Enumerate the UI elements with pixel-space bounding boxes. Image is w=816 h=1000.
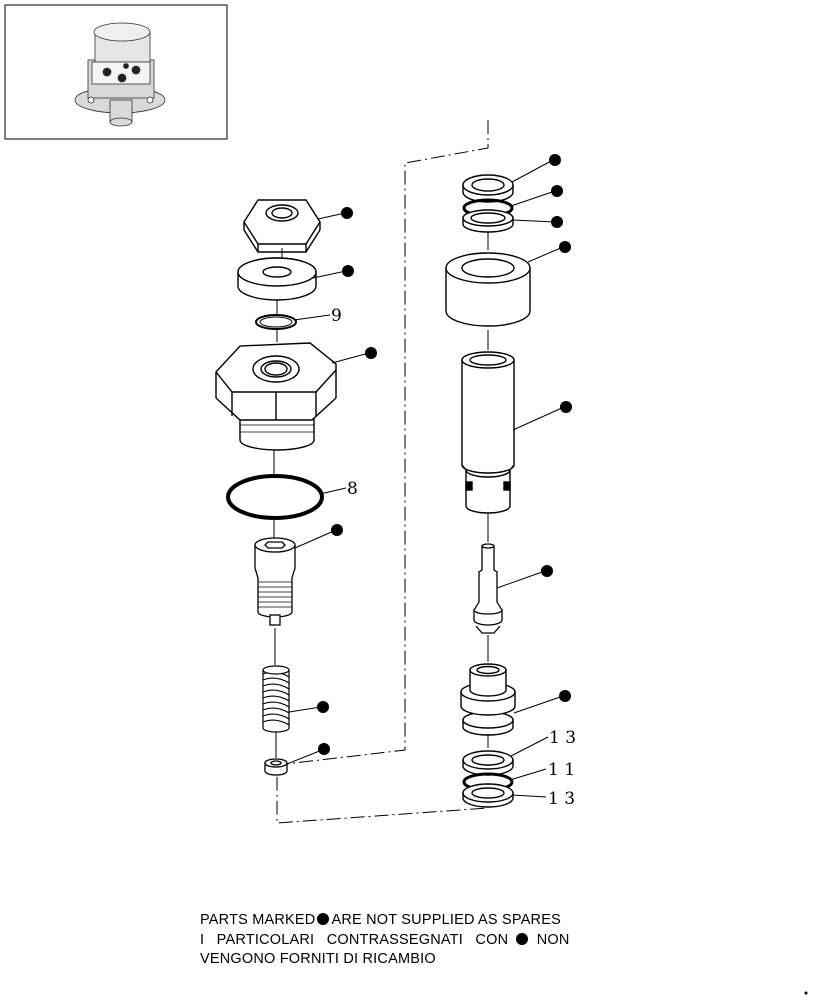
- filled-dot-marker: [342, 265, 354, 277]
- filled-dot-marker: [549, 154, 561, 166]
- callout-13-upper: 1 3: [549, 728, 576, 748]
- piston-sleeve: [461, 351, 515, 514]
- valve-seat: [460, 663, 516, 736]
- page-corner-mark: [804, 991, 808, 995]
- hex-nut: [243, 199, 321, 253]
- filled-dot-marker: [551, 216, 563, 228]
- note-line-2-after: NON: [536, 932, 570, 948]
- callout-13-lower: 1 3: [548, 789, 575, 809]
- spring: [262, 665, 290, 733]
- callout-9: 9: [331, 306, 342, 326]
- filled-dot-marker: [551, 185, 563, 197]
- leader-lines: [286, 159, 565, 798]
- filled-dot-marker: [365, 347, 377, 359]
- not-supplied-markers: [317, 154, 572, 755]
- small-spacer: [264, 758, 288, 776]
- filled-dot-marker: [559, 241, 571, 253]
- filled-dot-marker: [317, 913, 330, 925]
- filled-dot-marker: [560, 401, 572, 413]
- filled-dot-marker: [318, 743, 330, 755]
- filled-dot-marker: [317, 701, 329, 713]
- sleeve-collar: [445, 252, 531, 327]
- assembly-centerline: [276, 120, 489, 824]
- lower-seal-upper: [462, 750, 514, 776]
- filled-dot-marker: [559, 690, 571, 702]
- valve-assembly-thumbnail: [74, 22, 166, 127]
- note-line-2-before: I PARTICOLARI CONTRASSEGNATI CON: [200, 932, 509, 948]
- note-line-3: VENGONO FORNITI DI RICAMBIO: [200, 951, 436, 967]
- axis-lines: [273, 232, 489, 758]
- octagonal-plug: [215, 342, 337, 451]
- backup-ring-lower: [462, 209, 514, 233]
- o-ring-small: [255, 314, 297, 330]
- note-line-1-before: PARTS MARKED: [200, 912, 316, 928]
- note-line-1-after: ARE NOT SUPPLIED AS SPARES: [331, 912, 561, 928]
- note-line-2: I PARTICOLARI CONTRASSEGNATI CON NON: [200, 932, 570, 948]
- callout-11: 1 1: [548, 760, 575, 780]
- lower-seal-lower: [462, 783, 514, 808]
- threaded-plug: [254, 537, 296, 626]
- note-line-1: PARTS MARKED ARE NOT SUPPLIED AS SPARES: [200, 912, 561, 928]
- filled-dot-marker: [331, 524, 343, 536]
- callout-8: 8: [347, 479, 358, 499]
- filled-dot-marker: [341, 207, 353, 219]
- flat-washer: [237, 257, 317, 301]
- filled-dot-marker: [541, 565, 553, 577]
- valve-stem: [473, 543, 503, 634]
- o-ring-large: [226, 474, 324, 520]
- filled-dot-marker: [516, 933, 529, 945]
- thumbnail-frame: [4, 4, 228, 140]
- top-seal-ring: [462, 174, 514, 203]
